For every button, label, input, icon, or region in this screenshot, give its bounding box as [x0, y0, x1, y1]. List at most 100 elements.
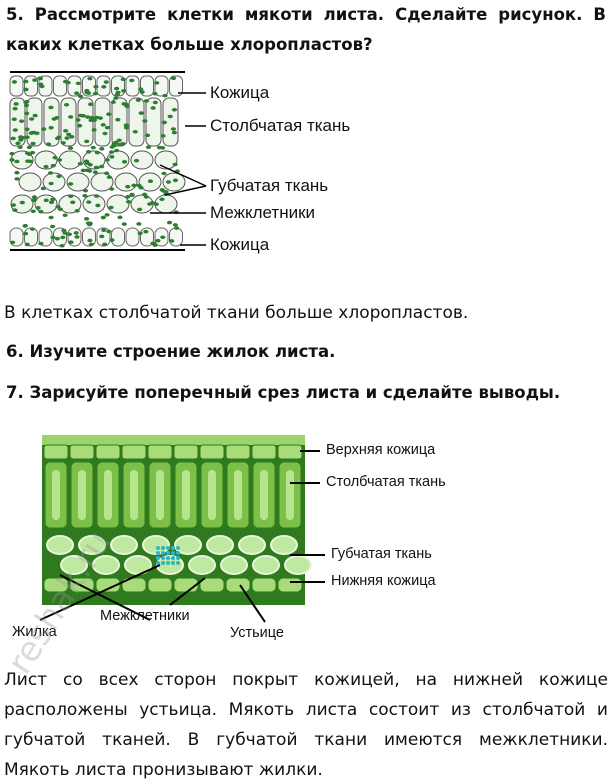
chloroplast [121, 102, 127, 106]
chloroplast [29, 227, 36, 231]
chloroplast [23, 87, 29, 92]
spongy-cell [78, 535, 106, 555]
chloroplast [50, 235, 56, 240]
vein-cell [156, 546, 160, 550]
chloroplast [10, 136, 16, 141]
vein-cell [176, 551, 180, 555]
epidermis-cell [169, 75, 183, 97]
chloroplast [121, 89, 127, 93]
answer5: В клетках столбчатой ткани больше хлороп… [4, 303, 469, 323]
label-epidermis-bottom: Кожица [210, 235, 270, 254]
palisade-cell [43, 97, 60, 147]
label-lower-epidermis: Нижняя кожица [331, 573, 436, 589]
spongy-cell [142, 535, 170, 555]
vein-cell [161, 561, 165, 565]
spongy-cell [284, 555, 312, 575]
palisade-vacuole [182, 470, 190, 520]
chloroplast [49, 224, 56, 229]
label-epidermis-top: Кожица [210, 83, 270, 102]
chloroplast [80, 168, 86, 173]
upper-epidermis-cell [251, 444, 277, 460]
chloroplast [22, 224, 28, 228]
task6-title: 6. Изучите строение жилок листа. [6, 342, 336, 361]
chloroplast [152, 100, 158, 105]
chloroplast [94, 150, 100, 155]
epidermis-cell [125, 75, 140, 97]
chloroplast [99, 147, 105, 151]
chloroplast [100, 215, 106, 220]
chloroplast [153, 202, 159, 206]
chloroplast [73, 231, 79, 235]
chloroplast [88, 118, 94, 123]
conclusion-text: Лист со всех сторон покрыт кожицей, на н… [4, 670, 608, 780]
chloroplast [23, 100, 29, 104]
chloroplast [110, 100, 116, 104]
chloroplast [109, 238, 115, 242]
chloroplast [108, 150, 115, 154]
spongy-cell [188, 555, 216, 575]
chloroplast [102, 131, 108, 136]
chloroplast [93, 165, 100, 170]
chloroplast [160, 134, 166, 138]
pointer-line [39, 564, 161, 621]
chloroplast [24, 135, 30, 140]
chloroplast [62, 213, 68, 218]
chloroplast [142, 192, 148, 197]
chloroplast [56, 135, 62, 140]
chloroplast [120, 77, 126, 82]
chloroplast [123, 125, 130, 130]
chloroplast [48, 181, 54, 186]
chloroplast [87, 238, 93, 243]
chloroplast [32, 113, 38, 118]
chloroplast [100, 123, 106, 127]
upper-epidermis-cell [95, 444, 121, 460]
chloroplast [13, 102, 19, 106]
chloroplast [114, 86, 120, 91]
chloroplast [165, 180, 172, 184]
chloroplast [109, 187, 115, 191]
chloroplast [106, 175, 112, 179]
chloroplast [24, 151, 31, 155]
chloroplast [43, 164, 49, 169]
task7-title: 7. Зарисуйте поперечный срез листа и сде… [6, 383, 561, 402]
vein-cell [171, 561, 175, 565]
spongy-cell [46, 535, 74, 555]
chloroplast [172, 162, 178, 167]
chloroplast [11, 117, 17, 122]
chloroplast [74, 91, 80, 95]
chloroplast [161, 120, 167, 125]
chloroplast [23, 79, 29, 84]
chloroplast [55, 204, 61, 209]
chloroplast [48, 105, 54, 110]
chloroplast [30, 141, 36, 146]
chloroplast [24, 242, 30, 247]
chloroplast [84, 90, 90, 95]
vein-cell [166, 551, 170, 555]
upper-cuticle [42, 435, 305, 445]
chloroplast [88, 102, 94, 107]
chloroplast [48, 215, 54, 220]
chloroplast [14, 159, 20, 164]
chloroplast [65, 80, 71, 85]
chloroplast [143, 99, 149, 103]
label-intercellular: Межклетники [210, 203, 316, 222]
label-vein: Жилка [12, 624, 57, 640]
chloroplast [80, 113, 86, 118]
chloroplast [155, 238, 161, 243]
chloroplast [114, 92, 120, 97]
epidermis-cell [82, 227, 96, 247]
vein-cell [156, 551, 160, 555]
chloroplast [37, 76, 44, 81]
vein-cell [176, 556, 180, 560]
chloroplast [131, 183, 137, 188]
chloroplast [169, 239, 175, 243]
chloroplast [86, 150, 92, 154]
upper-epidermis-cell [173, 444, 199, 460]
vein-cell [171, 556, 175, 560]
spongy-cell [130, 150, 154, 170]
chloroplast [150, 106, 156, 110]
chloroplast [67, 146, 74, 150]
spongy-cell [156, 555, 184, 575]
